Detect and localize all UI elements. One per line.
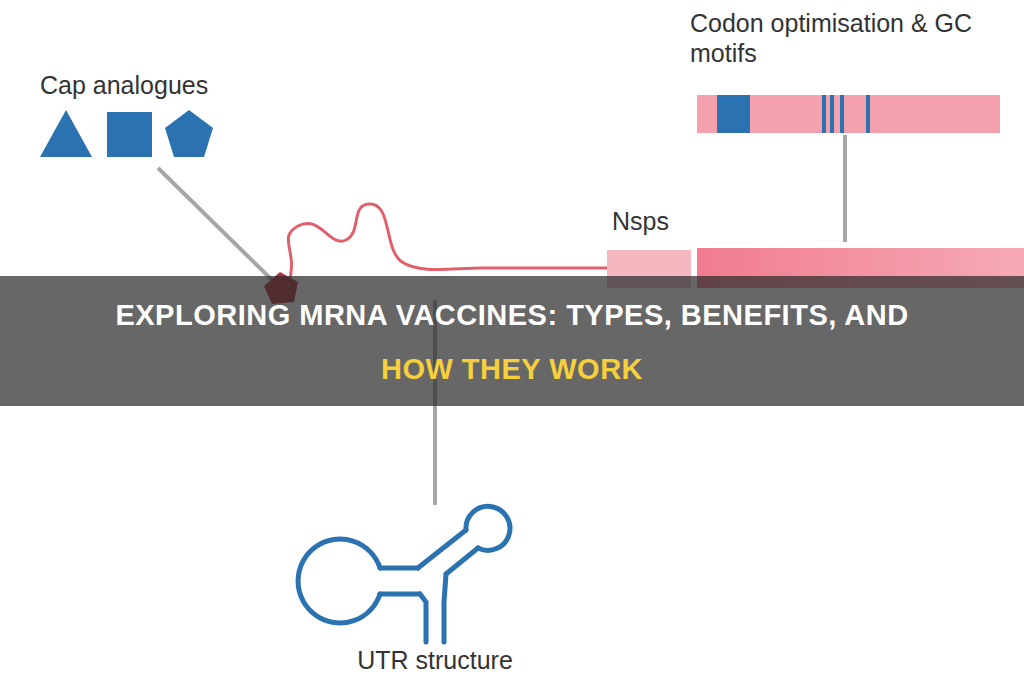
motif-stripe [866, 95, 870, 133]
square-symbol [107, 112, 152, 157]
motif-stripe [822, 95, 826, 133]
title-band [0, 276, 1024, 406]
bar-shape [697, 95, 1000, 133]
rna-strand [288, 204, 610, 285]
motif-stripe [717, 95, 750, 133]
title-line: HOW THEY WORK [0, 352, 1024, 386]
title-line: EXPLORING MRNA VACCINES: TYPES, BENEFITS… [0, 298, 1024, 332]
part-label: Cap analogues [40, 70, 300, 100]
stem-loop-symbol [298, 506, 510, 642]
leader-line [158, 168, 272, 280]
node-heading: Codon optimisation & GC motifs [690, 8, 990, 68]
pentagon-symbol [165, 110, 213, 157]
leader-line [843, 135, 847, 242]
triangle-symbol [40, 110, 92, 157]
motif-stripe [830, 95, 834, 133]
node-heading: Nsps [612, 206, 700, 236]
codon-bar: Codon optimisation & GC motifs [690, 8, 1024, 135]
motif-stripe [840, 95, 844, 133]
part-label: UTR structure [335, 645, 535, 675]
